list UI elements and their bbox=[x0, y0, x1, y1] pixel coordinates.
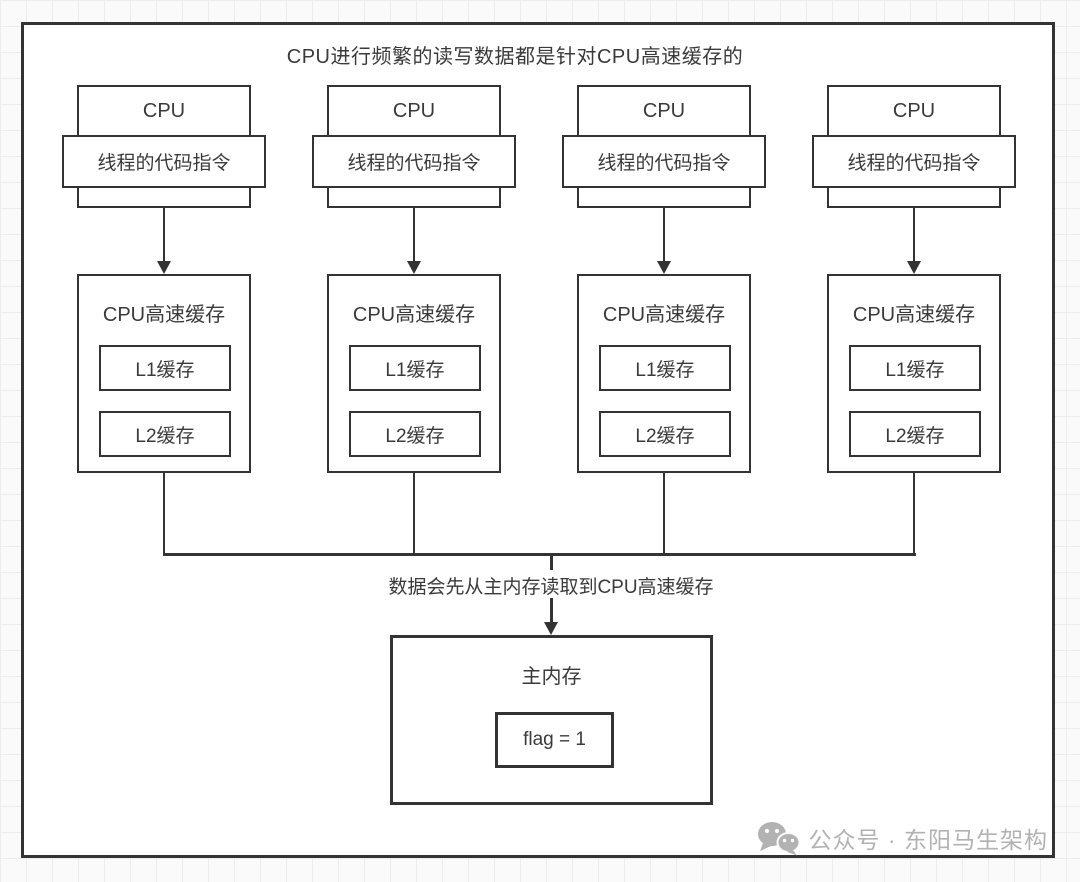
cpu-label: CPU bbox=[392, 100, 436, 122]
wechat-icon bbox=[757, 822, 800, 856]
connector-note-to-memory bbox=[550, 598, 553, 623]
diagram-title: CPU进行频繁的读写数据都是针对CPU高速缓存的 bbox=[286, 46, 744, 68]
thread-instruction-box: 线程的代码指令 bbox=[562, 135, 766, 188]
l1-cache-box: L1缓存 bbox=[849, 345, 981, 391]
watermark: 公众号 · 东阳马生架构 bbox=[756, 820, 1048, 856]
thread-instruction-box: 线程的代码指令 bbox=[312, 135, 516, 188]
cpu-column: CPU 线程的代码指令 CPU高速缓存 L1缓存 L2缓存 bbox=[312, 85, 516, 555]
cpu-cache-title: CPU高速缓存 bbox=[852, 304, 976, 326]
cpu-cache-title: CPU高速缓存 bbox=[352, 304, 476, 326]
connector-cpu-to-cache bbox=[662, 208, 665, 261]
cpu-cache-title: CPU高速缓存 bbox=[102, 304, 226, 326]
flag-value-box: flag = 1 bbox=[495, 712, 614, 768]
arrow-down-icon bbox=[407, 261, 421, 274]
l1-cache-box: L1缓存 bbox=[599, 345, 731, 391]
bus-note-label: 数据会先从主内存读取到CPU高速缓存 bbox=[388, 577, 714, 598]
cpu-label: CPU bbox=[142, 100, 186, 122]
l2-cache-box: L2缓存 bbox=[99, 411, 231, 457]
l1-cache-box: L1缓存 bbox=[99, 345, 231, 391]
l2-cache-box: L2缓存 bbox=[349, 411, 481, 457]
main-memory-title: 主内存 bbox=[521, 666, 582, 688]
cpu-cache-box: CPU高速缓存 L1缓存 L2缓存 bbox=[77, 274, 251, 473]
thread-instruction-box: 线程的代码指令 bbox=[62, 135, 266, 188]
cpu-column: CPU 线程的代码指令 CPU高速缓存 L1缓存 L2缓存 bbox=[562, 85, 766, 555]
cpu-column: CPU 线程的代码指令 CPU高速缓存 L1缓存 L2缓存 bbox=[62, 85, 266, 555]
connector-cpu-to-cache bbox=[162, 208, 165, 261]
l2-cache-box: L2缓存 bbox=[849, 411, 981, 457]
cpu-column: CPU 线程的代码指令 CPU高速缓存 L1缓存 L2缓存 bbox=[812, 85, 1016, 555]
connector-bus-to-note bbox=[550, 555, 553, 570]
arrow-down-icon bbox=[907, 261, 921, 274]
arrow-down-icon bbox=[544, 622, 558, 635]
cpu-cache-box: CPU高速缓存 L1缓存 L2缓存 bbox=[577, 274, 751, 473]
cpu-cache-box: CPU高速缓存 L1缓存 L2缓存 bbox=[827, 274, 1001, 473]
connector-cache-to-bus bbox=[662, 473, 665, 555]
connector-cache-to-bus bbox=[912, 473, 915, 555]
connector-cpu-to-cache bbox=[412, 208, 415, 261]
connector-cache-to-bus bbox=[412, 473, 415, 555]
thread-instruction-box: 线程的代码指令 bbox=[812, 135, 1016, 188]
watermark-label: 公众号 · 东阳马生架构 bbox=[808, 827, 1048, 853]
arrow-down-icon bbox=[657, 261, 671, 274]
cpu-label: CPU bbox=[642, 100, 686, 122]
l2-cache-box: L2缓存 bbox=[599, 411, 731, 457]
connector-cache-to-bus bbox=[162, 473, 165, 555]
cpu-label: CPU bbox=[892, 100, 936, 122]
connector-bus-line bbox=[163, 553, 916, 556]
l1-cache-box: L1缓存 bbox=[349, 345, 481, 391]
cpu-cache-title: CPU高速缓存 bbox=[602, 304, 726, 326]
cpu-cache-box: CPU高速缓存 L1缓存 L2缓存 bbox=[327, 274, 501, 473]
connector-cpu-to-cache bbox=[912, 208, 915, 261]
arrow-down-icon bbox=[157, 261, 171, 274]
